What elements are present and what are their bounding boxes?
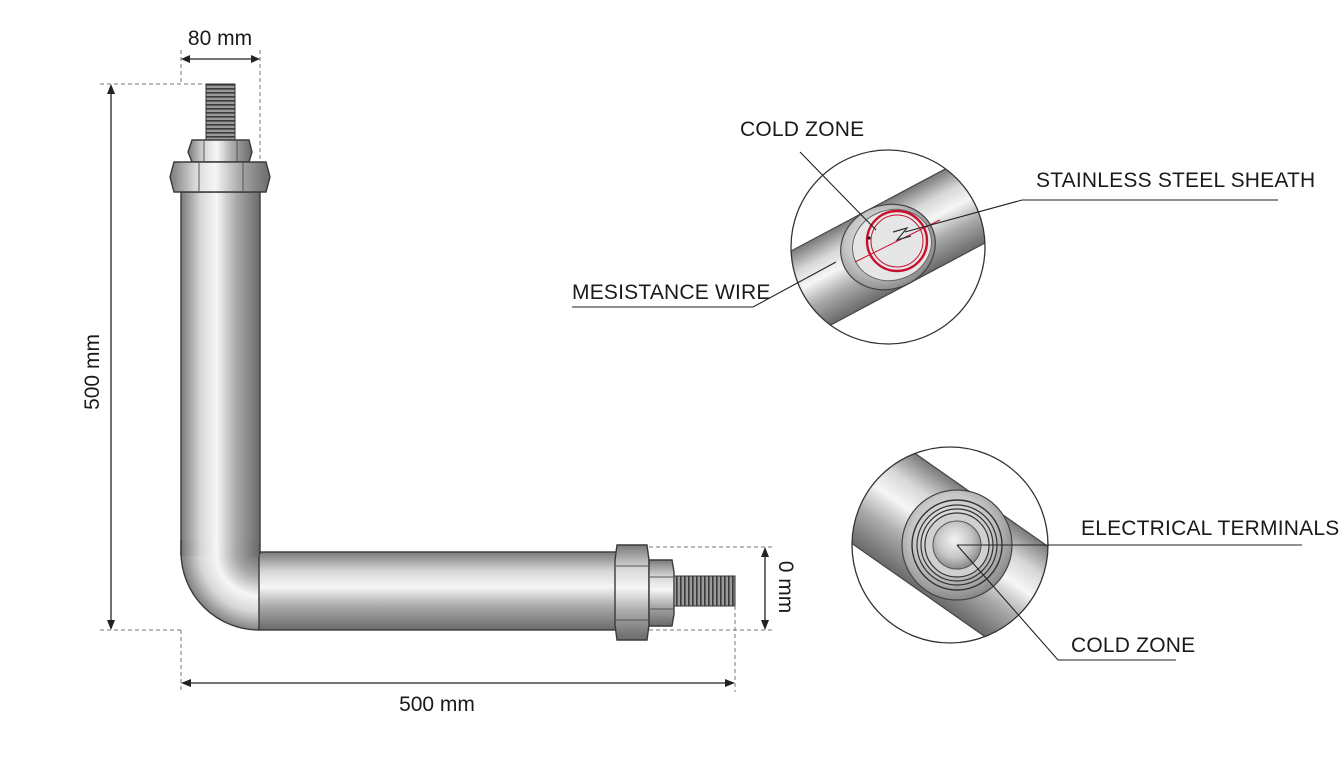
end-hex-body: [614, 544, 650, 641]
label-stainless-steel-sheath: STAINLESS STEEL SHEATH: [1036, 169, 1315, 192]
end-hex-nut: [648, 559, 675, 627]
dim-height: 500 mm: [81, 334, 104, 410]
label-resistance-wire: MESISTANCE WIRE: [572, 281, 771, 304]
top-fitting: [169, 83, 271, 193]
label-cold-zone-bottom: COLD ZONE: [1071, 634, 1195, 657]
label-leaders: [572, 151, 1302, 661]
dim-end-height: 0 mm: [774, 561, 797, 614]
top-hex-body: [169, 161, 271, 193]
label-electrical-terminals: ELECTRICAL TERMINALS: [1081, 517, 1339, 540]
horizontal-tube-leg: [258, 551, 620, 631]
end-threaded-stud: [673, 575, 736, 607]
label-cold-zone-top: COLD ZONE: [740, 118, 864, 141]
dimension-lines: [100, 50, 775, 692]
top-hex-nut: [187, 139, 253, 163]
top-threaded-stud: [205, 83, 236, 141]
end-fitting: [614, 544, 736, 641]
resistance-wire-ring: [865, 209, 929, 273]
tube-bend: [181, 552, 259, 630]
dim-length: 500 mm: [399, 693, 475, 716]
l-shaped-heating-tube: [180, 191, 620, 631]
detail-cross-section: [790, 149, 986, 345]
vertical-tube-leg: [180, 191, 261, 555]
dim-top-width: 80 mm: [188, 27, 252, 50]
